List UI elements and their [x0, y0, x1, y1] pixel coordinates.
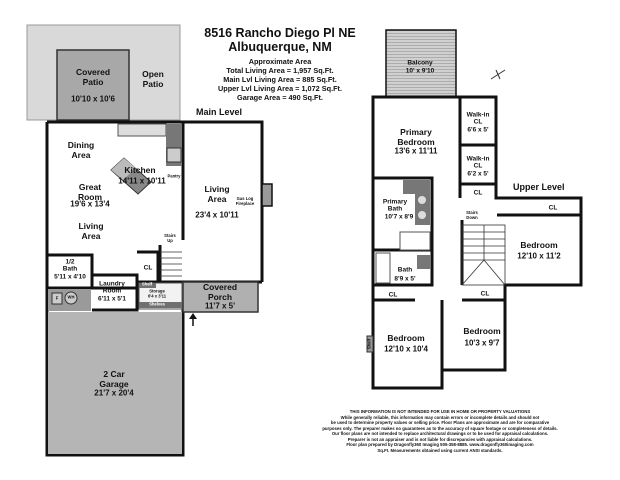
half-bath-dim: 5'11 x 4'10	[54, 273, 86, 281]
shelf-label: Shelf	[141, 281, 153, 287]
covered-patio-dim: 10'10 x 10'6	[71, 94, 115, 104]
balcony-label: Balcony	[407, 59, 433, 67]
half-bath-label: 1/2 Bath	[62, 258, 78, 273]
garage-area: Garage Area = 490 Sq.Ft.	[237, 92, 323, 102]
storage-label: Storage	[149, 288, 165, 294]
kitchen-label: Kitchen	[124, 165, 156, 176]
balcony	[385, 29, 457, 98]
living-area-dim: 23'4 x 10'11	[195, 210, 239, 220]
great-room-dim: 19'6 x 13'4	[70, 199, 110, 209]
covered-patio-label: Covered Patio	[75, 67, 111, 87]
hall-closet-label: CL	[473, 189, 483, 197]
closet-label: CL	[143, 264, 153, 272]
main-level-label: Main Level	[196, 107, 243, 117]
laundry-label: Laundry Room	[99, 280, 125, 295]
disclaimer-line: Preparer is not an appraiser and is not …	[347, 436, 533, 442]
total-area: Total Living Area = 1,957 Sq.Ft.	[226, 65, 334, 75]
address: 8516 Rancho Diego Pl NE	[204, 25, 356, 40]
primary-bath-dim: 10'7 x 8'9	[384, 213, 414, 221]
walkin-closet-1-label: Walk-in CL	[466, 111, 490, 126]
balcony-dim: 10' x 9'10	[405, 67, 435, 75]
stairs-down-label: Stairs Down	[466, 210, 478, 220]
dining-label: Dining Area	[67, 140, 95, 160]
mid-closet-label: CL	[480, 290, 490, 298]
right-closet-label: CL	[548, 204, 558, 212]
primary-bath-label: Primary Bath	[382, 198, 408, 213]
garage-dim: 21'7 x 20'4	[94, 388, 134, 398]
bedroom-left-label: Bedroom	[387, 333, 425, 344]
kitchen-counter	[117, 123, 167, 137]
disclaimer-line: be used to determine property values or …	[330, 420, 550, 426]
laundry-dim: 6'11 x 5'1	[97, 295, 127, 303]
walkin-closet-2-label: Walk-in CL	[466, 155, 490, 170]
kitchen-dim: 14'11 x 10'11	[118, 176, 166, 186]
compass-icon	[490, 69, 506, 80]
bedroom-mid-dim: 10'3 x 9'7	[464, 338, 500, 348]
stairs-main	[160, 251, 182, 277]
furnace	[51, 292, 63, 305]
fireplace	[261, 183, 273, 207]
entry-arrow-icon	[189, 313, 197, 326]
living-area-left-label: Living Area	[78, 221, 104, 241]
stairs-upper	[461, 224, 506, 286]
shelf-upper-label: Shelf	[366, 338, 372, 350]
bathtub	[399, 231, 431, 251]
disclaimer-line: Floor plan prepared by Dragonfly360 Imag…	[346, 442, 534, 448]
fireplace-label: Gas Log Fireplace	[235, 196, 255, 206]
open-patio-label: Open Patio	[142, 69, 164, 89]
disclaimer-line: While generally reliable, this informati…	[340, 414, 540, 420]
disclaimer: THIS INFORMATION IS NOT INTENDED FOR USE…	[275, 409, 605, 454]
disclaimer-line: purposes only. The preparer makes no gua…	[322, 425, 558, 431]
water-heater-label: WH	[67, 294, 75, 300]
walkin-closet-2-dim: 6'2 x 5'	[467, 170, 489, 178]
covered-porch	[182, 281, 259, 313]
upper-area: Upper Lvl Living Area = 1,072 Sq.Ft.	[217, 83, 343, 93]
bath-label: Bath	[397, 266, 413, 274]
covered-porch-dim: 11'7 x 5'	[204, 301, 236, 311]
disclaimer-line: THIS INFORMATION IS NOT INTENDED FOR USE…	[349, 409, 531, 414]
furnace-label: F	[55, 295, 59, 301]
bath-dim: 8'9 x 5'	[394, 275, 416, 283]
city: Albuquerque, NM	[228, 39, 332, 54]
shelves-label: Shelves	[149, 301, 165, 307]
storage-dim: 6'4 x 3'11	[147, 293, 167, 299]
main-area: Main Lvl Living Area = 885 Sq.Ft.	[223, 74, 337, 84]
garage-label: 2 Car Garage	[99, 369, 129, 389]
primary-bedroom-dim: 13'6 x 11'11	[394, 146, 438, 156]
bedroom-mid-label: Bedroom	[463, 326, 501, 337]
covered-patio	[56, 49, 130, 121]
upper-level-label: Upper Level	[513, 182, 565, 192]
stairs-up-label: Stairs Up	[164, 233, 176, 243]
bedroom-left-dim: 12'10 x 10'4	[384, 344, 428, 354]
water-heater	[64, 291, 78, 305]
covered-porch-label: Covered Porch	[202, 282, 238, 302]
pantry-label: Pantry	[167, 173, 181, 179]
great-room-label: Great Room	[77, 182, 103, 202]
living-area-label: Living Area	[204, 184, 230, 204]
disclaimer-line: Our floor plans are not intended to repl…	[331, 431, 549, 437]
left-closet-label: CL	[388, 291, 398, 299]
bedroom-right-dim: 12'10 x 11'2	[517, 251, 561, 261]
primary-bedroom-label: Primary Bedroom	[397, 127, 435, 147]
walkin-closet-1-dim: 6'6 x 5'	[467, 126, 489, 134]
bedroom-right-label: Bedroom	[520, 240, 558, 251]
garage	[48, 312, 182, 454]
area-heading: Approximate Area	[248, 56, 312, 66]
disclaimer-line: Sq.Ft. Measurements obtained using curre…	[377, 448, 503, 454]
